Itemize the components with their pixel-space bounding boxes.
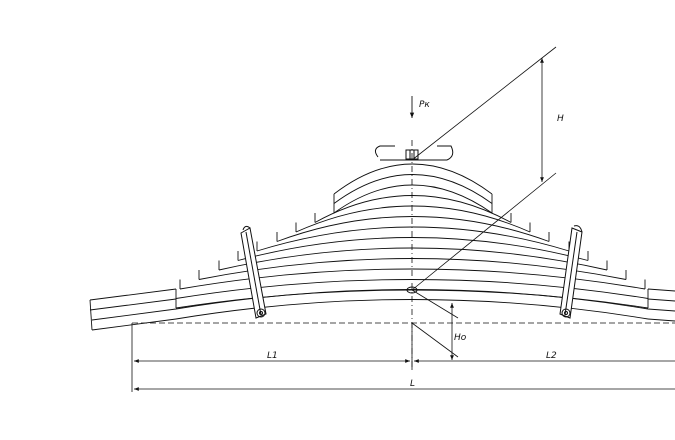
- leaf-edge: [333, 174, 493, 204]
- dimension-lines: [131, 323, 675, 392]
- spring-leaves: [175, 163, 649, 320]
- leaf-edge: [333, 163, 493, 195]
- leaf-edge: [179, 268, 646, 290]
- left-rebound-clip: [240, 225, 267, 319]
- leaf-edge: [295, 205, 531, 233]
- left-leaf-end: [89, 288, 177, 331]
- right-rebound-clip: [559, 225, 583, 319]
- height-construction: [411, 46, 557, 291]
- leaf-edge: [333, 184, 493, 214]
- leaf-edge: [256, 226, 570, 252]
- left-span-label: L1: [267, 351, 278, 361]
- deflection-label: Ho: [454, 333, 467, 343]
- leaf-edge: [314, 195, 512, 223]
- total-length-label: L: [410, 379, 415, 389]
- right-leaf-end: [647, 288, 675, 322]
- load-label: Рк: [419, 100, 430, 110]
- leaf-edge: [276, 216, 550, 242]
- right-span-label: L2: [546, 351, 557, 361]
- leaf-edge: [218, 247, 608, 271]
- height-label: H: [557, 114, 564, 124]
- leaf-edge: [237, 237, 589, 261]
- deflection-construction: [411, 289, 459, 360]
